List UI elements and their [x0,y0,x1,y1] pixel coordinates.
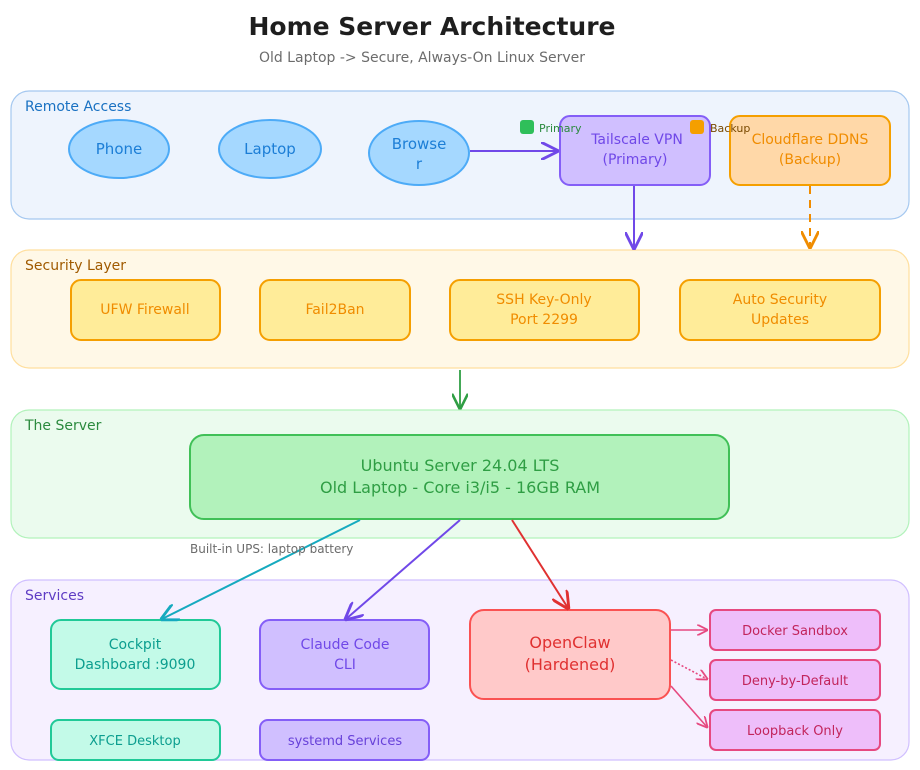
node-phone-label: Phone [96,140,142,158]
node-systemd-label: systemd Services [288,734,402,749]
server-ups-note: Built-in UPS: laptop battery [190,542,353,556]
node-phone[interactable]: Phone [68,119,170,179]
legend-primary: Primary [520,120,582,135]
page-subtitle: Old Laptop -> Secure, Always-On Linux Se… [259,50,585,66]
node-browser[interactable]: Browse r [368,120,470,186]
node-ubuntu-label-2: Old Laptop - Core i3/i5 - 16GB RAM [320,478,600,497]
node-ufw-label: UFW Firewall [100,302,189,318]
legend-backup-swatch [690,120,704,134]
node-updates-label-1: Auto Security [733,292,827,308]
node-browser-label-2: r [416,155,423,173]
node-fail2ban-label: Fail2Ban [305,302,364,318]
node-claude-label-2: CLI [334,657,356,673]
node-systemd-services[interactable]: systemd Services [259,719,430,761]
node-xfce-desktop[interactable]: XFCE Desktop [50,719,221,761]
node-cockpit-label-1: Cockpit [109,637,162,653]
edge-server-to-cockpit [162,519,361,619]
node-laptop[interactable]: Laptop [218,119,322,179]
node-cockpit-label-2: Dashboard :9090 [75,657,196,673]
node-tailscale[interactable]: Tailscale VPN (Primary) [559,115,711,186]
node-ufw-firewall[interactable]: UFW Firewall [70,279,221,341]
edge-server-to-claude [346,519,461,619]
edge-openclaw-to-deny [670,659,707,679]
node-openclaw[interactable]: OpenClaw (Hardened) [469,609,671,700]
node-tailscale-label-2: (Primary) [602,152,667,168]
node-ubuntu-label-1: Ubuntu Server 24.04 LTS [361,456,560,475]
legend-primary-label: Primary [539,122,582,135]
node-laptop-label: Laptop [244,140,296,158]
node-cloudflare-label-1: Cloudflare DDNS [752,132,869,148]
node-cockpit[interactable]: Cockpit Dashboard :9090 [50,619,221,690]
node-updates-label-2: Updates [751,312,809,328]
group-label-remote-access: Remote Access [25,99,131,115]
edge-openclaw-to-loopback [670,685,707,727]
node-claude-label-1: Claude Code [301,637,390,653]
node-openclaw-label-2: (Hardened) [525,655,616,674]
group-label-security: Security Layer [25,258,126,274]
group-label-services: Services [25,588,84,604]
node-fail2ban[interactable]: Fail2Ban [259,279,411,341]
node-ubuntu-server[interactable]: Ubuntu Server 24.04 LTS Old Laptop - Cor… [189,434,730,520]
node-ssh-label-1: SSH Key-Only [496,292,591,308]
node-deny-by-default[interactable]: Deny-by-Default [709,659,881,701]
node-ssh-label-2: Port 2299 [510,312,578,328]
node-cloudflare[interactable]: Cloudflare DDNS (Backup) [729,115,891,186]
node-loopback-only[interactable]: Loopback Only [709,709,881,751]
node-browser-label-1: Browse [392,135,447,153]
node-auto-updates[interactable]: Auto Security Updates [679,279,881,341]
node-deny-label: Deny-by-Default [742,674,848,689]
node-xfce-label: XFCE Desktop [89,734,180,749]
node-ssh[interactable]: SSH Key-Only Port 2299 [449,279,640,341]
node-loopback-label: Loopback Only [747,724,843,739]
edge-server-to-openclaw [511,519,568,608]
node-openclaw-label-1: OpenClaw [529,633,610,652]
legend-primary-swatch [520,120,534,134]
page-title: Home Server Architecture [248,12,615,41]
node-tailscale-label-1: Tailscale VPN [590,132,683,148]
group-label-server: The Server [24,418,102,434]
node-claude-code[interactable]: Claude Code CLI [259,619,430,690]
node-cloudflare-label-2: (Backup) [779,152,841,168]
node-docker-label: Docker Sandbox [742,624,848,639]
group-services: Services [10,579,910,761]
legend-backup-label: Backup [710,122,750,135]
legend-backup: Backup [690,120,750,135]
node-docker-sandbox[interactable]: Docker Sandbox [709,609,881,651]
